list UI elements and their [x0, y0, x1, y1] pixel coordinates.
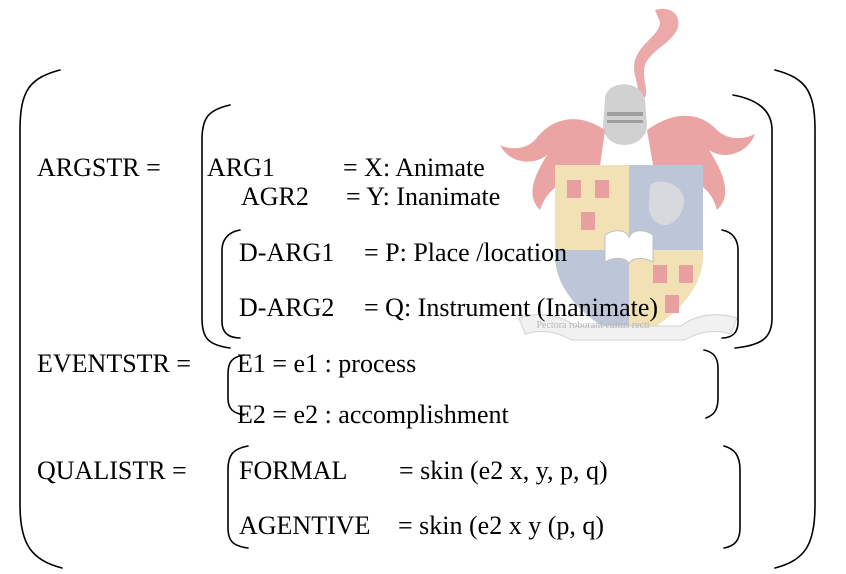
- eventstr-e1: E1 = e1 : process: [237, 349, 417, 378]
- argstr-agr2-name: AGR2: [241, 182, 309, 211]
- qualistr-agentive-name: AGENTIVE: [239, 511, 371, 540]
- crest-book: [604, 230, 654, 266]
- qualistr-label: QUALISTR =: [37, 456, 187, 485]
- argstr-darg2-name: D-ARG2: [239, 293, 335, 322]
- qualistr-bracket-right: [723, 445, 741, 549]
- crest-watermark: [500, 8, 755, 341]
- crest-quarter-bl: [555, 250, 629, 340]
- eventstr-bracket-left: [227, 354, 245, 416]
- argstr-darg1-name: D-ARG1: [239, 238, 335, 267]
- outer-bracket-left: [19, 69, 63, 569]
- darg-bracket-left: [221, 229, 241, 339]
- argstr-label: ARGSTR =: [37, 153, 161, 182]
- crest-knight: [648, 181, 685, 226]
- crest-motto-text: Pectora roborant cultus recti: [536, 320, 650, 331]
- outer-bracket-right: [774, 69, 816, 569]
- argstr-arg1-name: ARG1: [207, 153, 275, 182]
- qualistr-formal-name: FORMAL: [239, 456, 348, 485]
- eventstr-label: EVENTSTR =: [37, 349, 192, 378]
- qualistr-agentive-value: = skin (e2 x y (p, q): [398, 511, 605, 540]
- argstr-agr2-value: = Y: Inanimate: [346, 182, 501, 211]
- qualistr-bracket-left: [227, 445, 249, 549]
- argstr-darg2-value: = Q: Instrument (Inanimate): [364, 293, 659, 322]
- crest-plume: [634, 8, 679, 100]
- qualistr-formal-value: = skin (e2 x, y, p, q): [399, 456, 608, 485]
- argstr-arg1-value: = X: Animate: [343, 153, 485, 182]
- argstr-darg1-value: = P: Place /location: [364, 238, 568, 267]
- argstr-bracket-right: [732, 94, 773, 349]
- eventstr-e2: E2 = e2 : accomplishment: [237, 400, 509, 429]
- argstr-bracket-left: [201, 104, 231, 349]
- crest-motto-scroll: [518, 314, 738, 341]
- darg-bracket-right: [721, 229, 739, 339]
- eventstr-bracket-right: [703, 349, 719, 419]
